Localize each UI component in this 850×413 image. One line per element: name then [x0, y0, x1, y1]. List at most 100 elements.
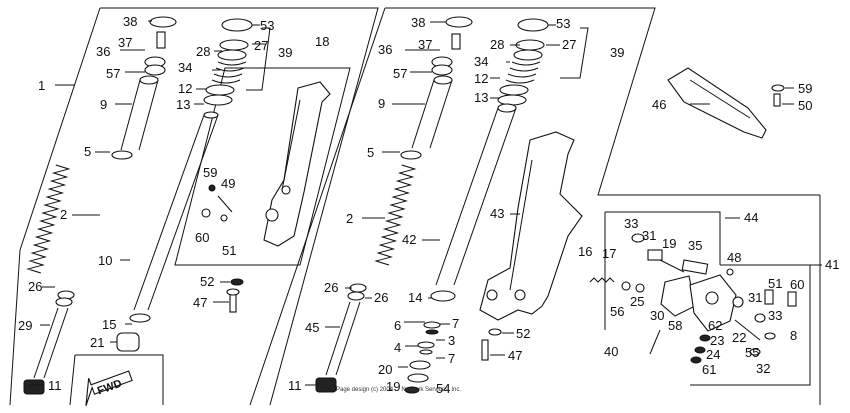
- label-31: 31: [642, 228, 656, 243]
- left-subpanel-18: [174, 67, 351, 266]
- label-19-b: 19: [386, 379, 400, 394]
- spring-2: [26, 164, 71, 274]
- label-52-b: 52: [516, 326, 530, 341]
- label-13-b: 13: [474, 90, 488, 105]
- label-26: 26: [28, 279, 42, 294]
- label-59: 59: [203, 165, 217, 180]
- label-34: 34: [178, 60, 192, 75]
- label-33-b: 33: [768, 308, 782, 323]
- label-50: 50: [798, 98, 812, 113]
- left-bolts: [226, 278, 244, 313]
- label-44: 44: [744, 210, 758, 225]
- label-60-b: 60: [790, 277, 804, 292]
- label-61: 61: [702, 362, 716, 377]
- damper-parts: [404, 321, 502, 394]
- label-40: 40: [604, 344, 618, 359]
- label-58: 58: [668, 318, 682, 333]
- label-53: 53: [260, 18, 274, 33]
- nut-11: [23, 379, 45, 395]
- right-panel-outline: [249, 7, 821, 406]
- label-29: 29: [18, 318, 32, 333]
- label-13: 13: [176, 97, 190, 112]
- label-57-b: 57: [393, 66, 407, 81]
- label-8: 8: [790, 328, 797, 343]
- cap-53: [221, 18, 253, 32]
- label-7: 7: [452, 316, 459, 331]
- label-46: 46: [652, 97, 666, 112]
- label-41: 41: [825, 257, 839, 272]
- label-38-b: 38: [411, 15, 425, 30]
- label-37-b: 37: [418, 37, 432, 52]
- label-56: 56: [610, 304, 624, 319]
- label-30: 30: [650, 308, 664, 323]
- label-54: 54: [436, 381, 450, 396]
- label-31-b: 31: [748, 290, 762, 305]
- ring-5: [111, 150, 133, 160]
- label-18: 18: [315, 34, 329, 49]
- label-3: 3: [448, 333, 455, 348]
- label-26-b: 26: [324, 280, 338, 295]
- label-9: 9: [100, 97, 107, 112]
- label-11-b: 11: [288, 378, 302, 393]
- left-panel-outline: [9, 7, 379, 406]
- label-55: 55: [745, 345, 759, 360]
- label-1: 1: [38, 78, 45, 93]
- fwd-label: FWD: [96, 378, 124, 398]
- label-43: 43: [490, 206, 504, 221]
- label-27: 27: [254, 38, 268, 53]
- label-9-b: 9: [378, 96, 385, 111]
- label-21: 21: [90, 335, 104, 350]
- label-28-b: 28: [490, 37, 504, 52]
- label-12-b: 12: [474, 71, 488, 86]
- label-34-b: 34: [474, 54, 488, 69]
- label-26-c: 26: [374, 290, 388, 305]
- right-slider-43: [479, 131, 583, 321]
- label-24: 24: [706, 347, 720, 362]
- label-62: 62: [708, 318, 722, 333]
- label-47-b: 47: [508, 348, 522, 363]
- label-37: 37: [118, 35, 132, 50]
- label-38: 38: [123, 14, 137, 29]
- label-5: 5: [84, 144, 91, 159]
- label-45: 45: [305, 320, 319, 335]
- label-49: 49: [221, 176, 235, 191]
- label-2: 2: [60, 207, 67, 222]
- label-47: 47: [193, 295, 207, 310]
- right-outer-tube-parts: [430, 18, 549, 302]
- label-51: 51: [222, 243, 236, 258]
- label-7-b: 7: [448, 351, 455, 366]
- left-slider-18: [201, 81, 331, 247]
- label-59-b: 59: [798, 81, 812, 96]
- label-12: 12: [178, 81, 192, 96]
- label-36: 36: [96, 44, 110, 59]
- piece-15: [129, 313, 151, 323]
- label-28: 28: [196, 44, 210, 59]
- label-20: 20: [378, 362, 392, 377]
- bolt-37: [156, 31, 166, 49]
- subpanel-44: [604, 211, 721, 330]
- antidive-assembly: [589, 233, 797, 364]
- label-16: 16: [578, 244, 592, 259]
- label-5-b: 5: [367, 145, 374, 160]
- label-53-b: 53: [556, 16, 570, 31]
- label-33: 33: [624, 216, 638, 231]
- label-57: 57: [106, 66, 120, 81]
- label-6: 6: [394, 318, 401, 333]
- label-39: 39: [278, 45, 292, 60]
- label-42: 42: [402, 232, 416, 247]
- part-labels: 38 37 36 57 1 9 5 2 26 29 11 53 28 27 39…: [18, 14, 839, 397]
- label-23: 23: [710, 333, 724, 348]
- label-27-b: 27: [562, 37, 576, 52]
- label-15: 15: [102, 317, 116, 332]
- label-35: 35: [688, 238, 702, 253]
- fender-46: [667, 67, 785, 139]
- label-4: 4: [394, 340, 401, 355]
- label-48: 48: [727, 250, 741, 265]
- label-32: 32: [756, 361, 770, 376]
- label-17: 17: [602, 246, 616, 261]
- label-39-b: 39: [610, 45, 624, 60]
- copyright-text: Page design (c) 2004 ... Network Service…: [336, 387, 461, 393]
- label-36-b: 36: [378, 42, 392, 57]
- label-11: 11: [48, 378, 62, 393]
